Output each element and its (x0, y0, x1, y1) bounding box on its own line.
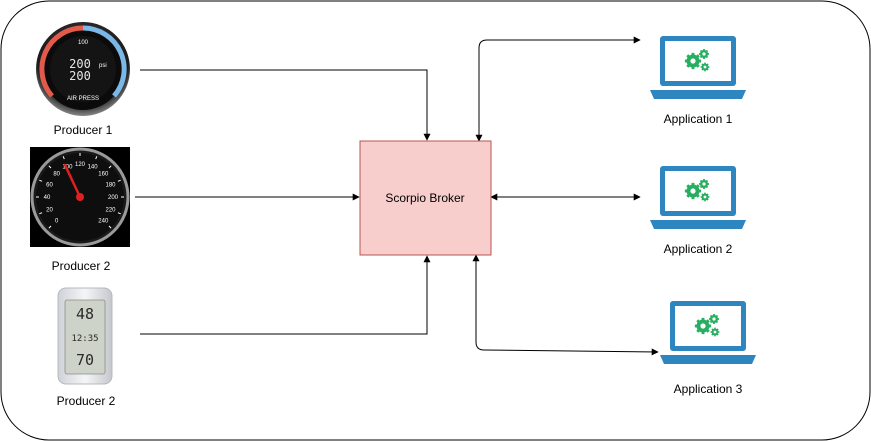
laptop-gears-icon (650, 166, 746, 229)
gauge-readout-top: 200 (69, 57, 91, 71)
application-3-label: Application 3 (674, 382, 743, 396)
speedometer-needle (63, 163, 82, 199)
svg-text:100: 100 (78, 40, 89, 46)
gear-icon (684, 52, 702, 70)
application-2[interactable]: Application 2 (650, 166, 746, 256)
producer-3-label: Producer 2 (57, 394, 116, 408)
speedometer-icon: 020 40 6080100120140160 180 200 220 240 (30, 147, 130, 247)
scorpio-broker[interactable]: Scorpio Broker (359, 140, 492, 256)
speedometer-tick-label: 100 (62, 165, 73, 171)
producer-2[interactable]: 020 40 6080100120140160 180 200 220 240 Produc… (30, 147, 130, 273)
speedometer-tick-label: 180 (105, 182, 116, 188)
broker-box (359, 140, 492, 256)
gear-icon (710, 327, 720, 337)
speedometer-tick-label: 40 (44, 195, 51, 201)
edge-broker-app1 (475, 36, 641, 142)
gear-icon (694, 317, 712, 335)
gear-icon (699, 179, 709, 189)
gear-icon (684, 182, 702, 200)
laptop-gears-icon (660, 301, 756, 364)
laptop-gears-icon (650, 36, 746, 99)
speedometer-tick-label: 120 (75, 162, 86, 168)
speedometer-tick-mark (117, 179, 121, 182)
edge-broker-app3 (472, 254, 659, 356)
thermo-readout-mid: 12:35 (71, 334, 98, 344)
speedometer-tick-label: 0 (55, 218, 59, 224)
speedometer-tick-label: 240 (98, 218, 109, 224)
thermo-readout-top: 48 (76, 305, 94, 323)
speedometer-tick-mark (39, 212, 43, 215)
producer-2-label: Producer 2 (52, 259, 111, 273)
speedometer-tick-mark (108, 225, 112, 229)
thermo-readout-bottom: 70 (76, 351, 94, 369)
producer-1[interactable]: 100 200 psi 200 AIR PRESS Producer 1 (36, 22, 130, 137)
speedometer-tick-label: 20 (46, 208, 53, 214)
edge-producer3-broker (140, 255, 431, 335)
pressure-gauge-icon: 100 200 psi 200 AIR PRESS (36, 22, 130, 116)
broker-label: Scorpio Broker (385, 191, 464, 205)
speedometer-tick-mark (39, 179, 43, 182)
gear-icon (709, 314, 719, 324)
gauge-readout-bottom: 200 (69, 69, 91, 83)
speedometer-tick-label: 80 (53, 172, 60, 178)
speedometer-tick-mark (117, 212, 121, 215)
speedometer-tick-mark (95, 156, 98, 160)
application-2-label: Application 2 (664, 242, 733, 256)
speedometer-tick-mark (48, 225, 52, 229)
speedometer-tick-label: 160 (98, 172, 109, 178)
speedometer-tick-label: 60 (46, 182, 53, 188)
producer-1-label: Producer 1 (54, 123, 113, 137)
application-1-label: Application 1 (664, 112, 733, 126)
gear-icon (700, 62, 710, 72)
connectors (135, 36, 659, 356)
speedometer-tick-mark (48, 165, 52, 169)
speedometer-tick-mark (62, 156, 65, 160)
producer-3[interactable]: 48 12:35 70 Producer 2 (57, 287, 116, 408)
gear-icon (700, 192, 710, 202)
speedometer-tick-label: 140 (88, 165, 99, 171)
edge-producer1-broker (140, 69, 431, 141)
application-3[interactable]: Application 3 (660, 301, 756, 396)
gauge-caption: AIR PRESS (67, 96, 99, 102)
gear-icon (699, 49, 709, 59)
thermometer-icon: 48 12:35 70 (57, 287, 113, 385)
gauge-unit: psi (99, 63, 107, 69)
application-1[interactable]: Application 1 (650, 36, 746, 126)
speedometer-tick-mark (108, 165, 112, 169)
speedometer-tick-label: 200 (108, 195, 119, 201)
speedometer-tick-label: 220 (105, 208, 116, 214)
